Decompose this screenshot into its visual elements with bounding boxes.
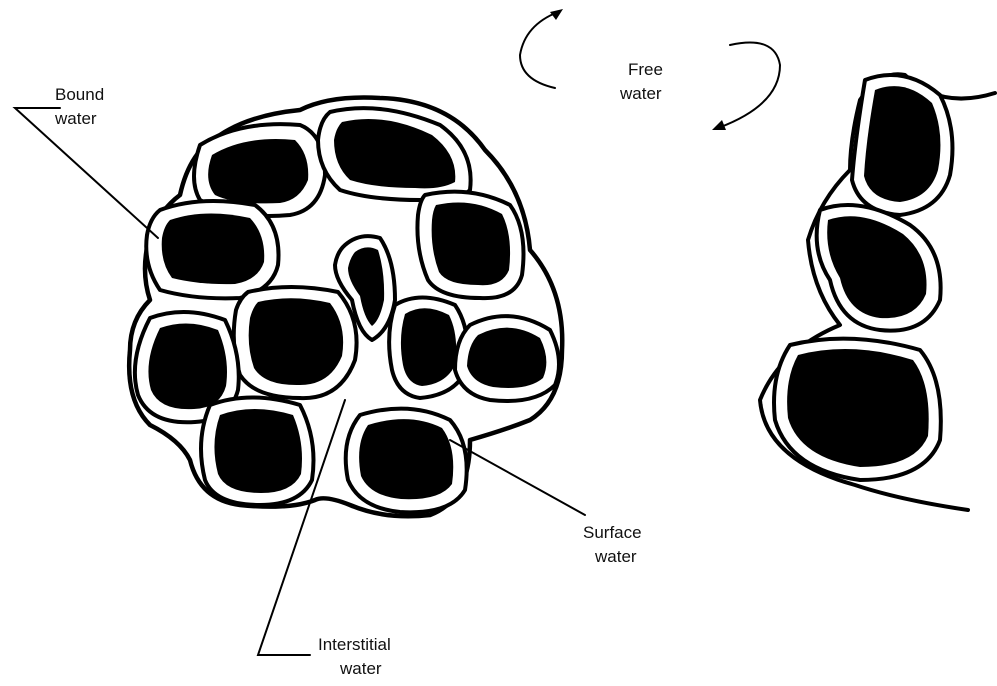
bound-water-label-line2: water — [54, 109, 97, 128]
particle — [234, 287, 357, 398]
interstitial-water-label-line1: Interstitial — [318, 635, 391, 654]
free-water-label-line2: water — [619, 84, 662, 103]
particle — [455, 316, 559, 401]
arrow-curve-right — [718, 43, 780, 129]
particle-aggregate — [129, 98, 562, 517]
particle — [146, 201, 278, 298]
interstitial-water-label-line2: water — [339, 659, 382, 678]
particle — [417, 192, 523, 298]
particle — [346, 409, 467, 513]
bound-water-label-line1: Bound — [55, 85, 104, 104]
particle — [774, 339, 941, 480]
arrow-curve-left — [520, 12, 558, 88]
particle-chain — [760, 74, 995, 510]
arrowhead-up-icon — [550, 9, 563, 20]
surface-water-label-line2: water — [594, 547, 637, 566]
free-water-label-line1: Free — [628, 60, 663, 79]
particle — [817, 205, 941, 331]
surface-water-label-line1: Surface — [583, 523, 642, 542]
arrowhead-down-icon — [712, 120, 726, 130]
particle — [852, 75, 952, 215]
surface-water-leader — [450, 440, 585, 515]
particle — [201, 398, 314, 506]
